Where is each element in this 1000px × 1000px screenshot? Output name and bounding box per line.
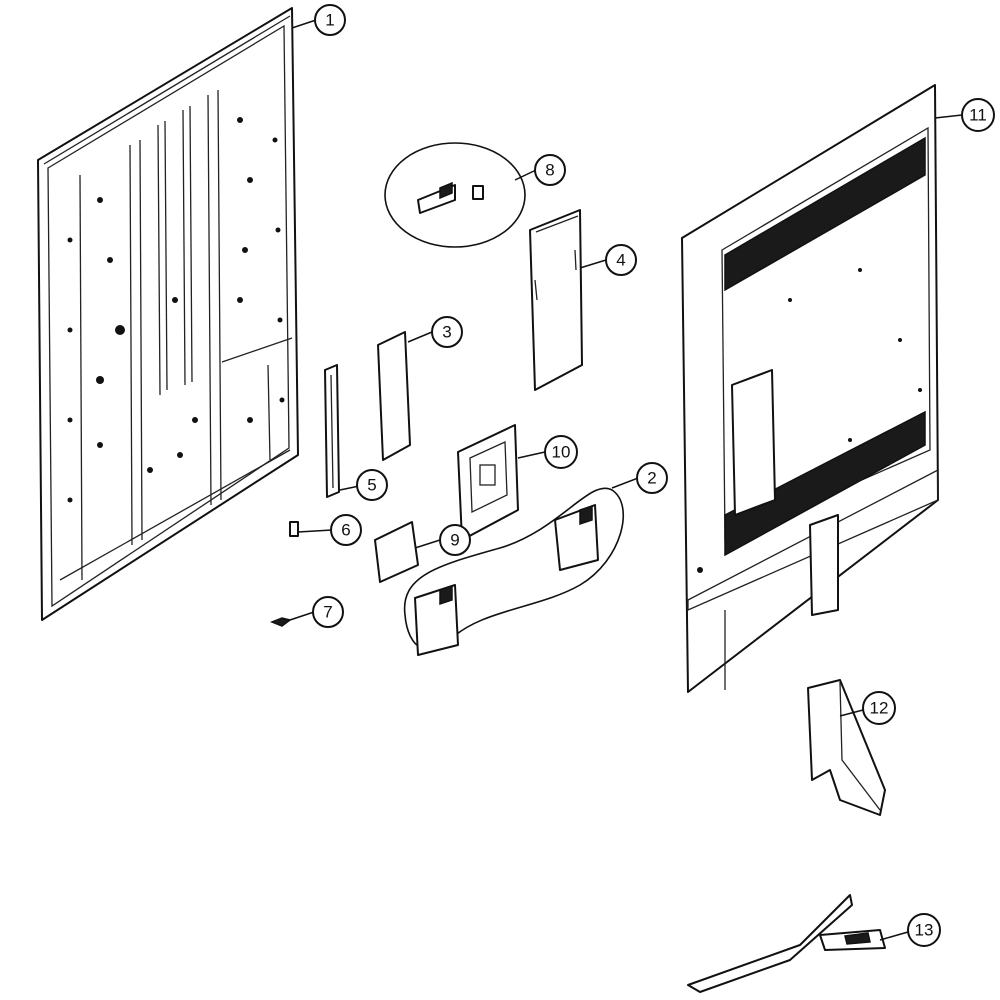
part-9-flat-board xyxy=(374,521,419,583)
callout-2: 2 xyxy=(636,462,668,494)
callout-11-label: 11 xyxy=(969,106,987,125)
callout-5-label: 5 xyxy=(367,476,376,495)
callout-12-label: 12 xyxy=(870,699,889,718)
callout-3: 3 xyxy=(431,316,463,348)
callout-13: 13 xyxy=(907,913,941,947)
part-10-bracket-plate xyxy=(457,424,519,541)
part-12-stand-neck xyxy=(807,679,886,816)
part-11-rear-cover xyxy=(681,84,939,693)
part-6-clip xyxy=(289,521,299,537)
callout-10-label: 10 xyxy=(552,443,571,462)
part-2-speakers xyxy=(403,487,625,656)
callout-3-label: 3 xyxy=(442,323,451,342)
callout-4: 4 xyxy=(605,244,637,276)
callout-6-label: 6 xyxy=(341,521,350,540)
part-1-rear-chassis xyxy=(37,7,299,621)
callout-8-label: 8 xyxy=(545,161,554,180)
callout-8: 8 xyxy=(534,154,566,186)
callout-4-label: 4 xyxy=(616,251,625,270)
part-8-small-brackets xyxy=(384,142,526,248)
callout-9-label: 9 xyxy=(450,531,459,550)
callout-2-label: 2 xyxy=(647,469,656,488)
callout-9: 9 xyxy=(439,524,471,556)
callout-6: 6 xyxy=(330,514,362,546)
callout-7-label: 7 xyxy=(323,603,332,622)
callout-1: 1 xyxy=(314,4,346,36)
leader-lines xyxy=(289,19,963,941)
part-3-small-board xyxy=(377,331,411,461)
part-13-stand-base xyxy=(687,894,886,993)
callout-11: 11 xyxy=(961,98,995,132)
callout-5: 5 xyxy=(356,469,388,501)
part-7-screw xyxy=(269,617,292,627)
callout-1-label: 1 xyxy=(325,11,334,30)
part-5-vertical-strip xyxy=(324,364,340,498)
callout-7: 7 xyxy=(312,596,344,628)
callout-12: 12 xyxy=(862,691,896,725)
part-4-main-board xyxy=(529,209,583,391)
callout-10: 10 xyxy=(544,435,578,469)
callout-13-label: 13 xyxy=(915,921,934,940)
